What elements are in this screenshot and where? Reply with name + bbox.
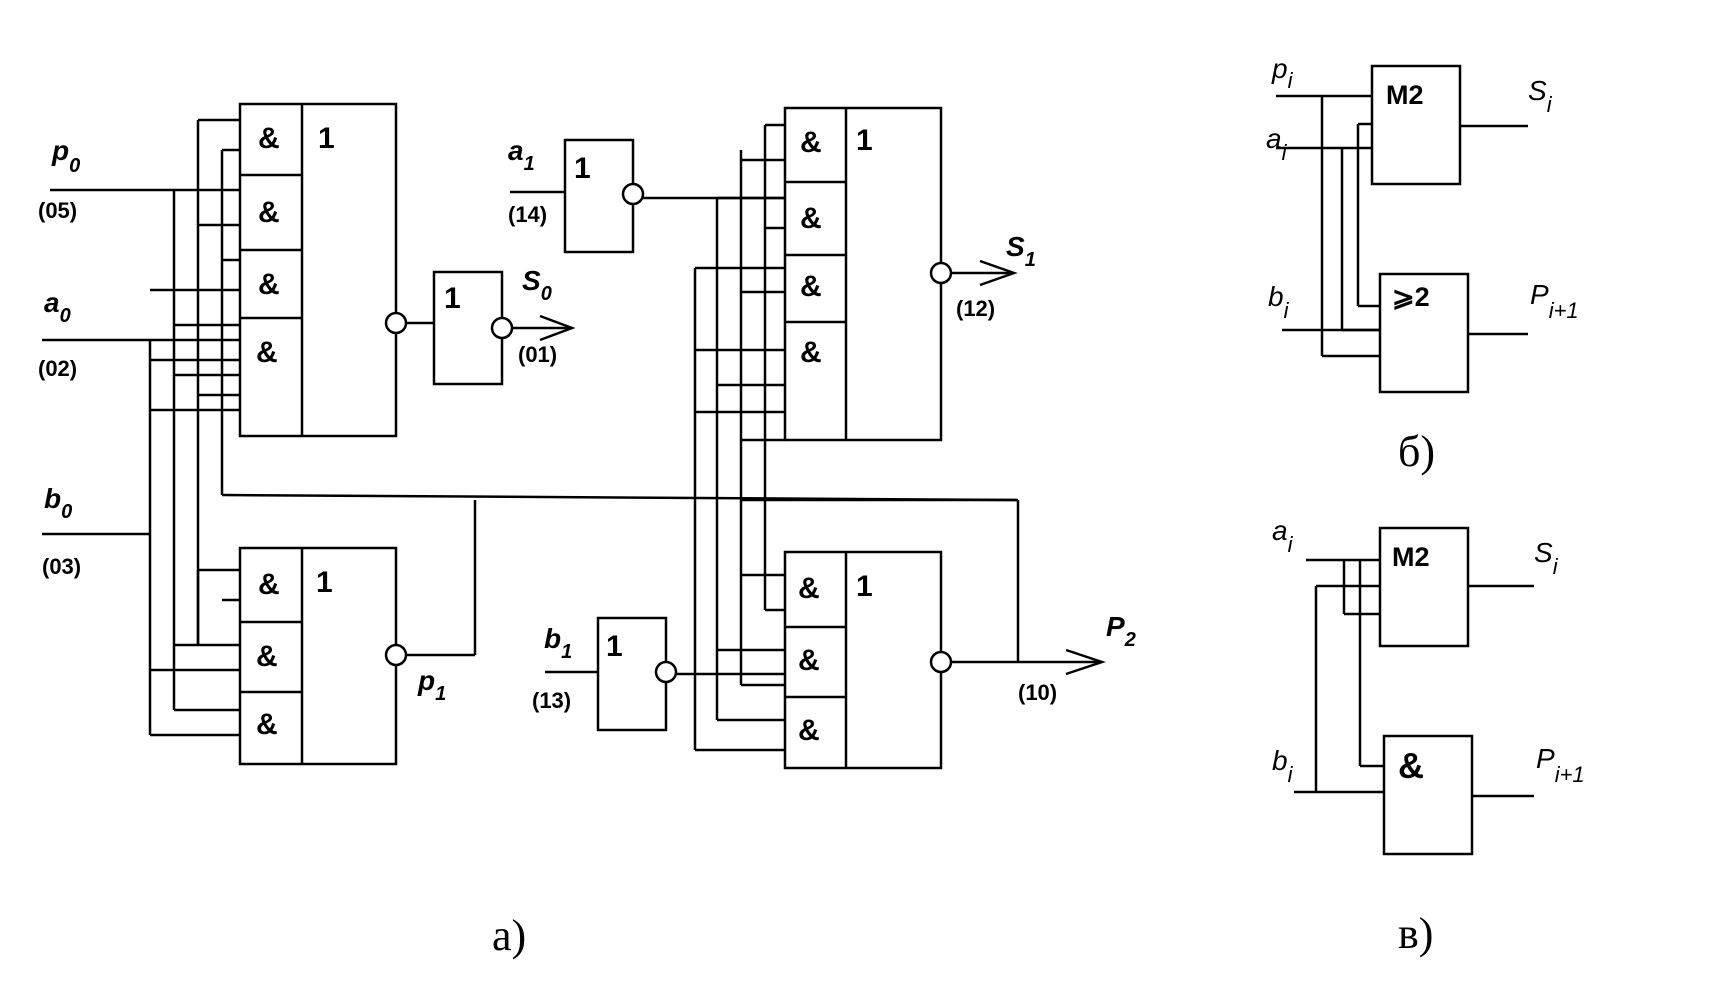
inverter-symbol: 1 — [574, 152, 591, 185]
or-symbol: 1 — [318, 122, 335, 155]
and-symbol: & — [800, 126, 822, 159]
and-symbol: & — [800, 202, 822, 235]
pin-13: (13) — [532, 688, 571, 713]
and-symbol: & — [800, 270, 822, 303]
label-pi-b: pi — [1271, 53, 1294, 93]
diagram-v — [1294, 526, 1534, 856]
label-p0: p0 — [51, 135, 80, 177]
xor-symbol: M2 — [1392, 542, 1430, 572]
gate-symbols-a: & & & & 1 1 & & & 1 1 1 & & & & 1 & & & … — [256, 122, 873, 747]
label-si-v: Si — [1534, 537, 1559, 579]
label-bi-v: bi — [1272, 745, 1294, 787]
pin-12: (12) — [956, 296, 995, 321]
inverter-symbol: 1 — [606, 630, 623, 663]
label-p2: P2 — [1106, 611, 1136, 651]
and-symbol: & — [256, 708, 278, 741]
label-b0: b0 — [44, 483, 72, 523]
and-symbol: & — [258, 122, 280, 155]
label-pi1-v: Pi+1 — [1536, 743, 1585, 787]
pin-10: (10) — [1018, 680, 1057, 705]
label-ai-v: ai — [1272, 515, 1294, 557]
or-symbol: 1 — [856, 570, 873, 603]
label-si-b: Si — [1528, 75, 1553, 117]
pin-02: (02) — [38, 356, 77, 381]
labels-v: M2 & ai bi Si Pi+1 в) — [1272, 515, 1585, 958]
labels-a: p0 (05) a0 (02) b0 (03) S0 (01) p1 a1 (1… — [38, 135, 1136, 960]
inverter-symbol: 1 — [444, 282, 461, 315]
and-symbol: & — [256, 336, 278, 369]
and-symbol: & — [258, 568, 280, 601]
labels-b: M2 ⩾2 pi ai bi Si Pi+1 б) — [1266, 53, 1579, 476]
pin-01: (01) — [518, 342, 557, 367]
and-symbol: & — [798, 644, 820, 677]
label-a0: a0 — [44, 287, 71, 327]
and-symbol: & — [256, 640, 278, 673]
label-s1: S1 — [1006, 231, 1036, 271]
caption-a: а) — [492, 911, 526, 960]
inversion-bubble-1 — [384, 311, 408, 335]
xor-symbol: M2 — [1386, 80, 1424, 110]
inversion-bubble-p1 — [384, 643, 408, 667]
label-b1: b1 — [544, 623, 572, 663]
threshold-symbol: ⩾2 — [1392, 282, 1430, 312]
diagram-a — [42, 102, 1106, 770]
label-bi-b: bi — [1268, 281, 1290, 323]
label-p1: p1 — [417, 665, 446, 705]
and-symbol: & — [800, 336, 822, 369]
and-symbol: & — [1398, 745, 1424, 786]
or-symbol: 1 — [316, 566, 333, 599]
label-ai-b: ai — [1266, 123, 1288, 165]
label-a1: a1 — [508, 135, 535, 175]
block-andornot-1 — [238, 102, 398, 438]
caption-v: в) — [1398, 909, 1433, 958]
caption-b: б) — [1398, 427, 1435, 476]
and-symbol: & — [258, 196, 280, 229]
and-symbol: & — [798, 714, 820, 747]
or-symbol: 1 — [856, 124, 873, 157]
diagram-b — [1276, 64, 1528, 394]
and-symbol: & — [798, 572, 820, 605]
label-s0: S0 — [522, 265, 552, 305]
and-symbol: & — [258, 268, 280, 301]
label-pi1-b: Pi+1 — [1530, 279, 1579, 323]
pin-05: (05) — [38, 198, 77, 223]
pin-03: (03) — [42, 554, 81, 579]
pin-14: (14) — [508, 202, 547, 227]
